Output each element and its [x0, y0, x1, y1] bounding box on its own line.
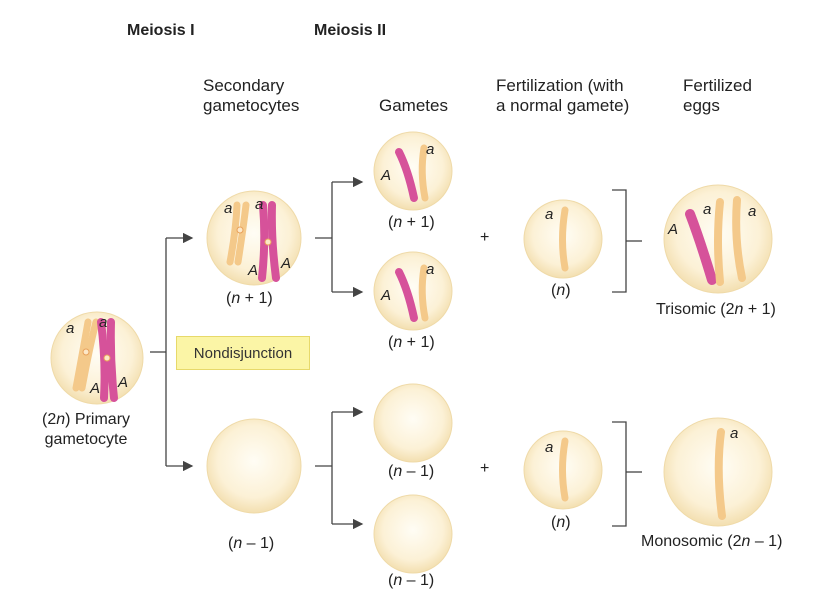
gametes-heading: Gametes: [379, 96, 448, 115]
gamete-4-label: (n – 1): [388, 572, 435, 589]
trisomic-chromosomes: [685, 196, 746, 286]
allele-g2-a: a: [426, 261, 434, 278]
secondary-cell-bottom: [206, 418, 302, 514]
allele-sec-A2: A: [280, 255, 291, 272]
secondary-bottom-label: (n – 1): [228, 535, 275, 552]
allele-tri-a2: a: [748, 203, 756, 220]
gamete-cell-1: [373, 131, 453, 211]
allele-n2-a: a: [545, 439, 553, 456]
allele-n1-a: a: [545, 206, 553, 223]
gamete-cell-4: [373, 494, 453, 574]
secondary-top-label: (n + 1): [226, 290, 273, 307]
allele-mono-a: a: [730, 425, 738, 442]
allele-primary-a1: a: [66, 320, 74, 337]
monosomic-chromosome: [714, 428, 726, 520]
normal-top-chromosome: [559, 206, 569, 272]
plus-bottom: +: [480, 460, 489, 477]
secondary-top-chromosomes: [226, 201, 280, 282]
allele-g1-a: a: [426, 141, 434, 158]
gamete-1-label: (n + 1): [388, 214, 435, 231]
plus-top: +: [480, 229, 489, 246]
bracket-top: [612, 189, 627, 293]
allele-sec-A1: A: [247, 262, 258, 279]
gamete-cell-3: [373, 383, 453, 463]
normal-bottom-label: (n): [551, 514, 571, 531]
normal-bottom-chromosome: [559, 437, 569, 502]
primary-label: (2n) Primary gametocyte: [42, 411, 131, 448]
allele-primary-A2: A: [117, 374, 128, 391]
meiosis-2-header: Meiosis II: [314, 22, 387, 39]
allele-tri-A: A: [667, 221, 678, 238]
allele-sec-a2: a: [255, 196, 263, 213]
primary-chromosomes: [72, 318, 118, 402]
trisomic-label: Trisomic (2n + 1): [656, 301, 776, 318]
gamete-cell-2: [373, 251, 453, 331]
normal-top-label: (n): [551, 282, 571, 299]
meiosis-1-header: Meiosis I: [127, 22, 195, 39]
allele-g2-A: A: [380, 287, 391, 304]
allele-tri-a1: a: [703, 201, 711, 218]
allele-primary-A1: A: [89, 380, 100, 397]
allele-primary-a2: a: [99, 314, 107, 331]
gamete-1-chromosomes: [395, 144, 429, 202]
nondisjunction-label: Nondisjunction: [176, 336, 310, 370]
monosomic-label: Monosomic (2n – 1): [641, 533, 783, 550]
bracket-bottom: [612, 421, 627, 527]
allele-g1-A: A: [380, 167, 391, 184]
allele-sec-a1: a: [224, 200, 232, 217]
gamete-3-label: (n – 1): [388, 463, 435, 480]
gamete-2-chromosomes: [395, 264, 429, 322]
gamete-2-label: (n + 1): [388, 334, 435, 351]
